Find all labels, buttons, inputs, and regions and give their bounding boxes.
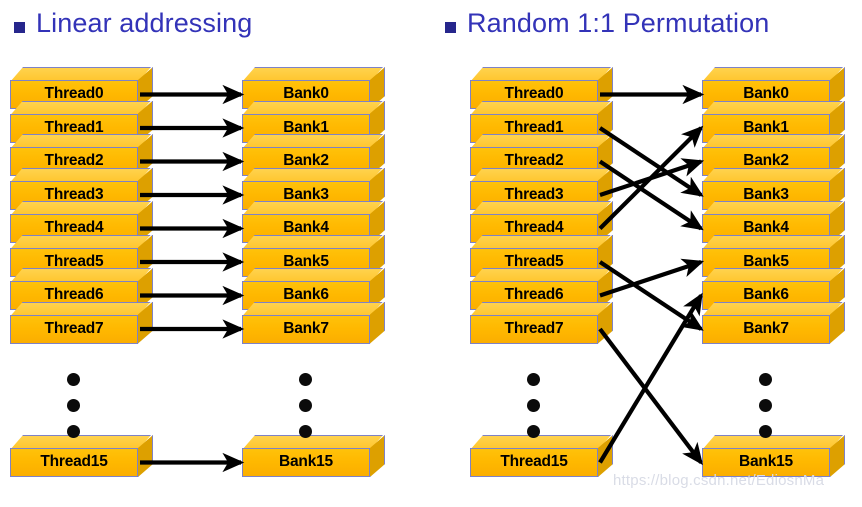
bank-random-label-2: Bank2: [743, 152, 789, 170]
thread-linear-box-2: Thread2: [10, 134, 153, 176]
thread-random-label-4: Thread4: [504, 219, 564, 237]
bank-ellipsis-random: [759, 373, 772, 451]
bank-random-label-1: Bank1: [743, 118, 789, 136]
thread-random-label-3: Thread3: [504, 185, 564, 203]
bank-random-label-15: Bank15: [739, 453, 793, 471]
bank-linear-label-3: Bank3: [283, 185, 329, 203]
arrow-thread1-to-bank3: [598, 126, 704, 197]
thread-linear-label-1: Thread1: [44, 118, 104, 136]
thread-random-box-7: Thread7: [470, 301, 613, 344]
thread-random-label-6: Thread6: [504, 286, 564, 304]
thread-linear-label-5: Thread5: [44, 252, 104, 270]
box-front-face: Bank15: [242, 448, 370, 477]
thread-linear-box-7: Thread7: [10, 301, 153, 344]
bank-linear-label-6: Bank6: [283, 286, 329, 304]
box-front-face: Thread15: [10, 448, 138, 477]
thread-linear-label-2: Thread2: [44, 152, 104, 170]
bank-ellipsis-linear: [299, 373, 312, 451]
thread-linear-label-7: Thread7: [44, 319, 104, 337]
bank-random-label-6: Bank6: [743, 286, 789, 304]
bank-linear-label-2: Bank2: [283, 152, 329, 170]
square-bullet-icon: [445, 22, 456, 33]
bank-linear-label-4: Bank4: [283, 219, 329, 237]
thread-random-label-7: Thread7: [504, 319, 564, 337]
thread-random-label-2: Thread2: [504, 152, 564, 170]
box-front-face: Bank15: [702, 448, 830, 477]
arrow-thread5-to-bank7: [598, 260, 704, 331]
panel-title-linear: Linear addressing: [36, 8, 253, 38]
bank-random-label-7: Bank7: [743, 319, 789, 337]
thread-random-label-15: Thread15: [500, 453, 568, 471]
box-front-face: Thread15: [470, 448, 598, 477]
thread-ellipsis-linear: [67, 373, 80, 451]
bank-linear-label-7: Bank7: [283, 319, 329, 337]
bank-random-label-4: Bank4: [743, 219, 789, 237]
box-front-face: Bank7: [242, 314, 370, 344]
thread-random-box-15: Thread15: [470, 435, 613, 477]
arrow-thread6-to-bank5: [599, 258, 705, 298]
watermark: https://blog.csdn.net/EdiosnMa: [613, 472, 825, 489]
mapping-arrows-linear: [140, 84, 245, 473]
box-front-face: Bank7: [702, 314, 830, 344]
bank-linear-box-15: Bank15: [242, 435, 385, 477]
thread-linear-label-4: Thread4: [44, 219, 104, 237]
thread-linear-box-15: Thread15: [10, 435, 153, 477]
bank-random-label-3: Bank3: [743, 185, 789, 203]
thread-linear-label-0: Thread0: [44, 85, 104, 103]
box-front-face: Thread7: [10, 314, 138, 344]
arrow-thread15-to-bank6: [598, 292, 703, 464]
mapping-arrows-random: [598, 84, 705, 466]
arrow-thread2-to-bank4: [598, 159, 704, 231]
thread-random-box-3: Thread3: [470, 167, 613, 210]
bank-random-box-7: Bank7: [702, 301, 845, 344]
panel-title-random: Random 1:1 Permutation: [467, 8, 770, 38]
bank-linear-label-5: Bank5: [283, 252, 329, 270]
bank-random-label-0: Bank0: [743, 85, 789, 103]
arrow-thread4-to-bank1: [598, 125, 704, 230]
bank-random-label-5: Bank5: [743, 252, 789, 270]
thread-linear-label-15: Thread15: [40, 453, 108, 471]
thread-random-label-0: Thread0: [504, 85, 564, 103]
bank-linear-label-0: Bank0: [283, 85, 329, 103]
bank-linear-box-7: Bank7: [242, 301, 385, 344]
thread-random-label-5: Thread5: [504, 252, 564, 270]
box-front-face: Thread7: [470, 314, 598, 344]
thread-ellipsis-random: [527, 373, 540, 451]
bank-linear-label-15: Bank15: [279, 453, 333, 471]
bank-linear-label-1: Bank1: [283, 118, 329, 136]
bank-linear-box-2: Bank2: [242, 134, 385, 176]
thread-random-label-1: Thread1: [504, 118, 564, 136]
arrow-thread7-to-bank15: [598, 327, 703, 466]
thread-linear-label-3: Thread3: [44, 185, 104, 203]
bank-random-box-15: Bank15: [702, 435, 845, 477]
thread-linear-label-6: Thread6: [44, 286, 104, 304]
square-bullet-icon: [14, 22, 25, 33]
